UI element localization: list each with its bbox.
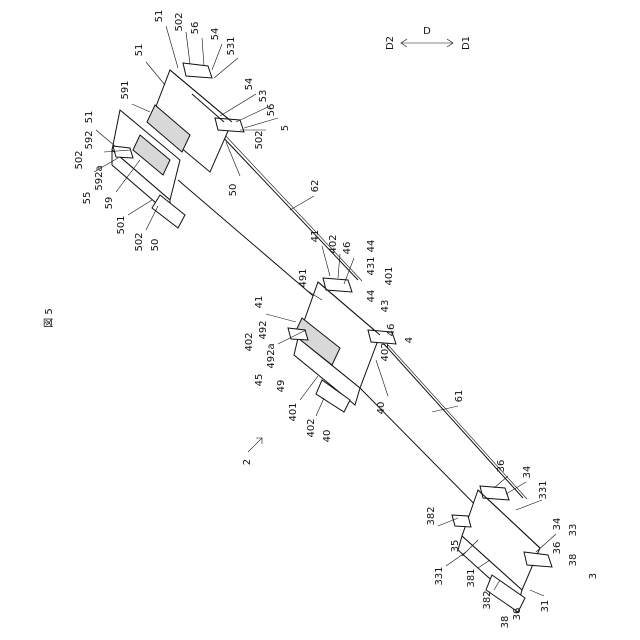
label: 62: [310, 180, 321, 193]
label: 34: [522, 466, 533, 479]
label: 56: [190, 22, 201, 35]
label: 401: [288, 402, 299, 421]
label: 402: [328, 234, 339, 253]
label: 502: [174, 12, 185, 31]
label: 402: [380, 342, 391, 361]
arrow-2: [248, 438, 262, 452]
label: 36: [552, 542, 563, 555]
direction-axis-label: D: [423, 26, 431, 37]
label: 592: [84, 130, 95, 149]
label: 46: [342, 242, 353, 255]
label: 44: [366, 290, 377, 303]
label: 402: [306, 418, 317, 437]
label: 592a: [94, 165, 105, 190]
label: 401: [384, 266, 395, 285]
label: 51: [84, 111, 95, 124]
label: 431: [366, 256, 377, 275]
label: 61: [454, 390, 465, 403]
label: 41: [254, 296, 265, 309]
label: 54: [210, 28, 221, 41]
label: 31: [540, 600, 551, 613]
label: 50: [150, 239, 161, 252]
label: 59: [104, 197, 115, 210]
label: 50: [228, 184, 239, 197]
label: 49: [276, 380, 287, 393]
label: 41: [310, 230, 321, 243]
label: 34: [552, 518, 563, 531]
direction-right-label: D1: [461, 36, 472, 50]
label: 491: [298, 268, 309, 287]
label: 331: [434, 566, 445, 585]
label: 382: [482, 590, 493, 609]
label: 492: [258, 320, 269, 339]
label: 33: [568, 524, 579, 537]
label: 40: [376, 402, 387, 415]
label: 54: [244, 78, 255, 91]
label: 501: [116, 215, 127, 234]
label: 45: [254, 374, 265, 387]
label: 502: [254, 130, 265, 149]
label: 381: [466, 568, 477, 587]
label: 38: [568, 554, 579, 567]
label: 402: [244, 332, 255, 351]
label: 382: [426, 506, 437, 525]
label: 51: [154, 10, 165, 23]
unit-5: [112, 63, 244, 228]
label: 502: [74, 150, 85, 169]
label: 502: [134, 232, 145, 251]
label: 40: [322, 430, 333, 443]
label: 4: [404, 337, 415, 343]
label: 56: [266, 104, 277, 117]
label: 35: [450, 540, 461, 553]
direction-left-label: D2: [385, 36, 396, 50]
label: 492a: [266, 343, 277, 368]
label: 2: [242, 459, 253, 465]
shaft-61: [360, 344, 527, 528]
label: 5: [280, 125, 291, 131]
label: 531: [226, 36, 237, 55]
label: 51: [134, 44, 145, 57]
label: 591: [120, 80, 131, 99]
label: 3: [588, 573, 599, 579]
label: 46: [386, 324, 397, 337]
label: 55: [82, 192, 93, 205]
label: 44: [366, 240, 377, 253]
label: 331: [538, 480, 549, 499]
label: 53: [258, 90, 269, 103]
direction-indicator: D D2 D1: [385, 26, 472, 50]
label: 43: [380, 300, 391, 313]
label: 38: [500, 616, 511, 629]
figure-title: 図 5: [43, 308, 55, 328]
label: 36: [512, 608, 523, 621]
label: 36: [496, 460, 507, 473]
